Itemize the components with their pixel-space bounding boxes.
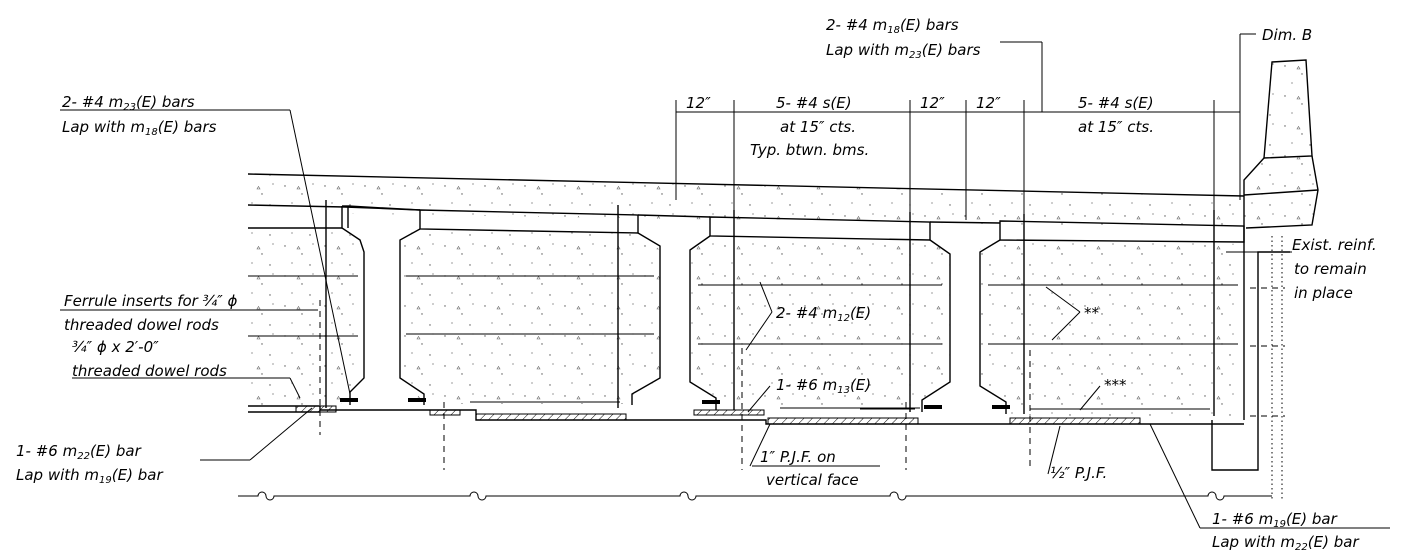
spacing-a-line1: 5- #4 s(E) — [776, 94, 852, 112]
dowel-line1: ¾″ ϕ x 2′-0″ — [72, 338, 159, 356]
exist-reinf-line3: in place — [1294, 284, 1353, 302]
triple-star-label: *** — [1104, 376, 1127, 394]
exist-reinf-bracket — [1211, 251, 1292, 471]
box-beam-left — [248, 205, 365, 405]
left-bars-label-line2: Lap with m18(E) bars — [62, 118, 217, 138]
exist-reinf-line2: to remain — [1294, 260, 1367, 278]
box-beam-2 — [399, 209, 661, 405]
pjf1-line2: vertical face — [766, 471, 859, 489]
dim-b-label: Dim. B — [1262, 26, 1312, 44]
pjf1-line1: 1″ P.J.F. on — [760, 448, 836, 466]
ferrule-line2: threaded dowel rods — [64, 316, 219, 334]
interior-rebar-lines — [248, 275, 1238, 345]
bottom-overlay — [248, 401, 1244, 425]
dim-12-c: 12″ — [976, 94, 1001, 112]
dimension-lines — [675, 33, 1256, 220]
spacing-b-line1: 5- #4 s(E) — [1078, 94, 1154, 112]
exist-reinf-line1: Exist. reinf. — [1292, 236, 1377, 254]
spacing-a-line3: Typ. btwn. bms. — [750, 141, 869, 159]
m22-line1: 1- #6 m22(E) bar — [16, 442, 142, 462]
beam-joints — [347, 205, 1001, 224]
left-bars-label-line1: 2- #4 m23(E) bars — [62, 93, 195, 113]
bearing-pads — [340, 398, 1010, 409]
ferrule-line1: Ferrule inserts for ¾″ ϕ — [64, 292, 238, 310]
annotation-labels: 2- #4 m18(E) bars Lap with m23(E) bars D… — [16, 16, 1377, 550]
deck-slab — [247, 173, 1245, 229]
dim-12-b: 12″ — [920, 94, 945, 112]
base-line — [238, 491, 1272, 501]
leader-lines — [60, 109, 1390, 529]
top-bars-label-line1: 2- #4 m18(E) bars — [826, 16, 959, 36]
m19-line1: 1- #6 m19(E) bar — [1212, 510, 1338, 530]
m19-line2: Lap with m22(E) bar — [1212, 533, 1359, 550]
double-star-label: ** — [1084, 304, 1100, 322]
m12-label: 2- #4 m12(E) — [776, 304, 871, 324]
box-beam-3 — [689, 216, 951, 412]
spacing-a-line2: at 15″ cts. — [780, 118, 856, 136]
spacing-b-line2: at 15″ cts. — [1078, 118, 1154, 136]
m13-label: 1- #6 m13(E) — [776, 376, 871, 396]
m22-line2: Lap with m19(E) bar — [16, 466, 163, 486]
top-bars-label-line2: Lap with m23(E) bars — [826, 41, 981, 61]
vertical-bars — [325, 200, 1215, 416]
dim-12-a: 12″ — [686, 94, 711, 112]
pjf-half-label: ½″ P.J.F. — [1050, 464, 1107, 482]
dowel-line2: threaded dowel rods — [72, 362, 227, 380]
